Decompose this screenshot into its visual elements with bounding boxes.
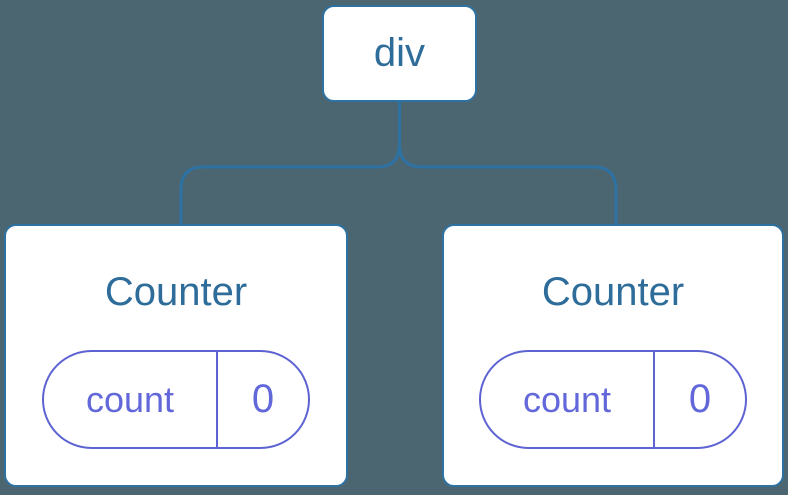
state-key-cell: count: [522, 378, 612, 420]
counter-title: Counter: [104, 270, 248, 314]
connector-branch-left: [179, 101, 401, 225]
state-value-cell: 0: [216, 352, 308, 447]
state-value-cell: 0: [653, 352, 745, 447]
counter-card-right: Counter count 0: [442, 224, 784, 487]
state-key-cell: count: [85, 378, 175, 420]
state-pill: count 0: [479, 350, 747, 449]
root-node-label: div: [373, 31, 426, 75]
connector-branch-right: [398, 101, 618, 225]
counter-card-left: Counter count 0: [4, 224, 348, 487]
root-node: div: [322, 5, 477, 102]
counter-title: Counter: [541, 270, 685, 314]
state-pill: count 0: [42, 350, 310, 449]
